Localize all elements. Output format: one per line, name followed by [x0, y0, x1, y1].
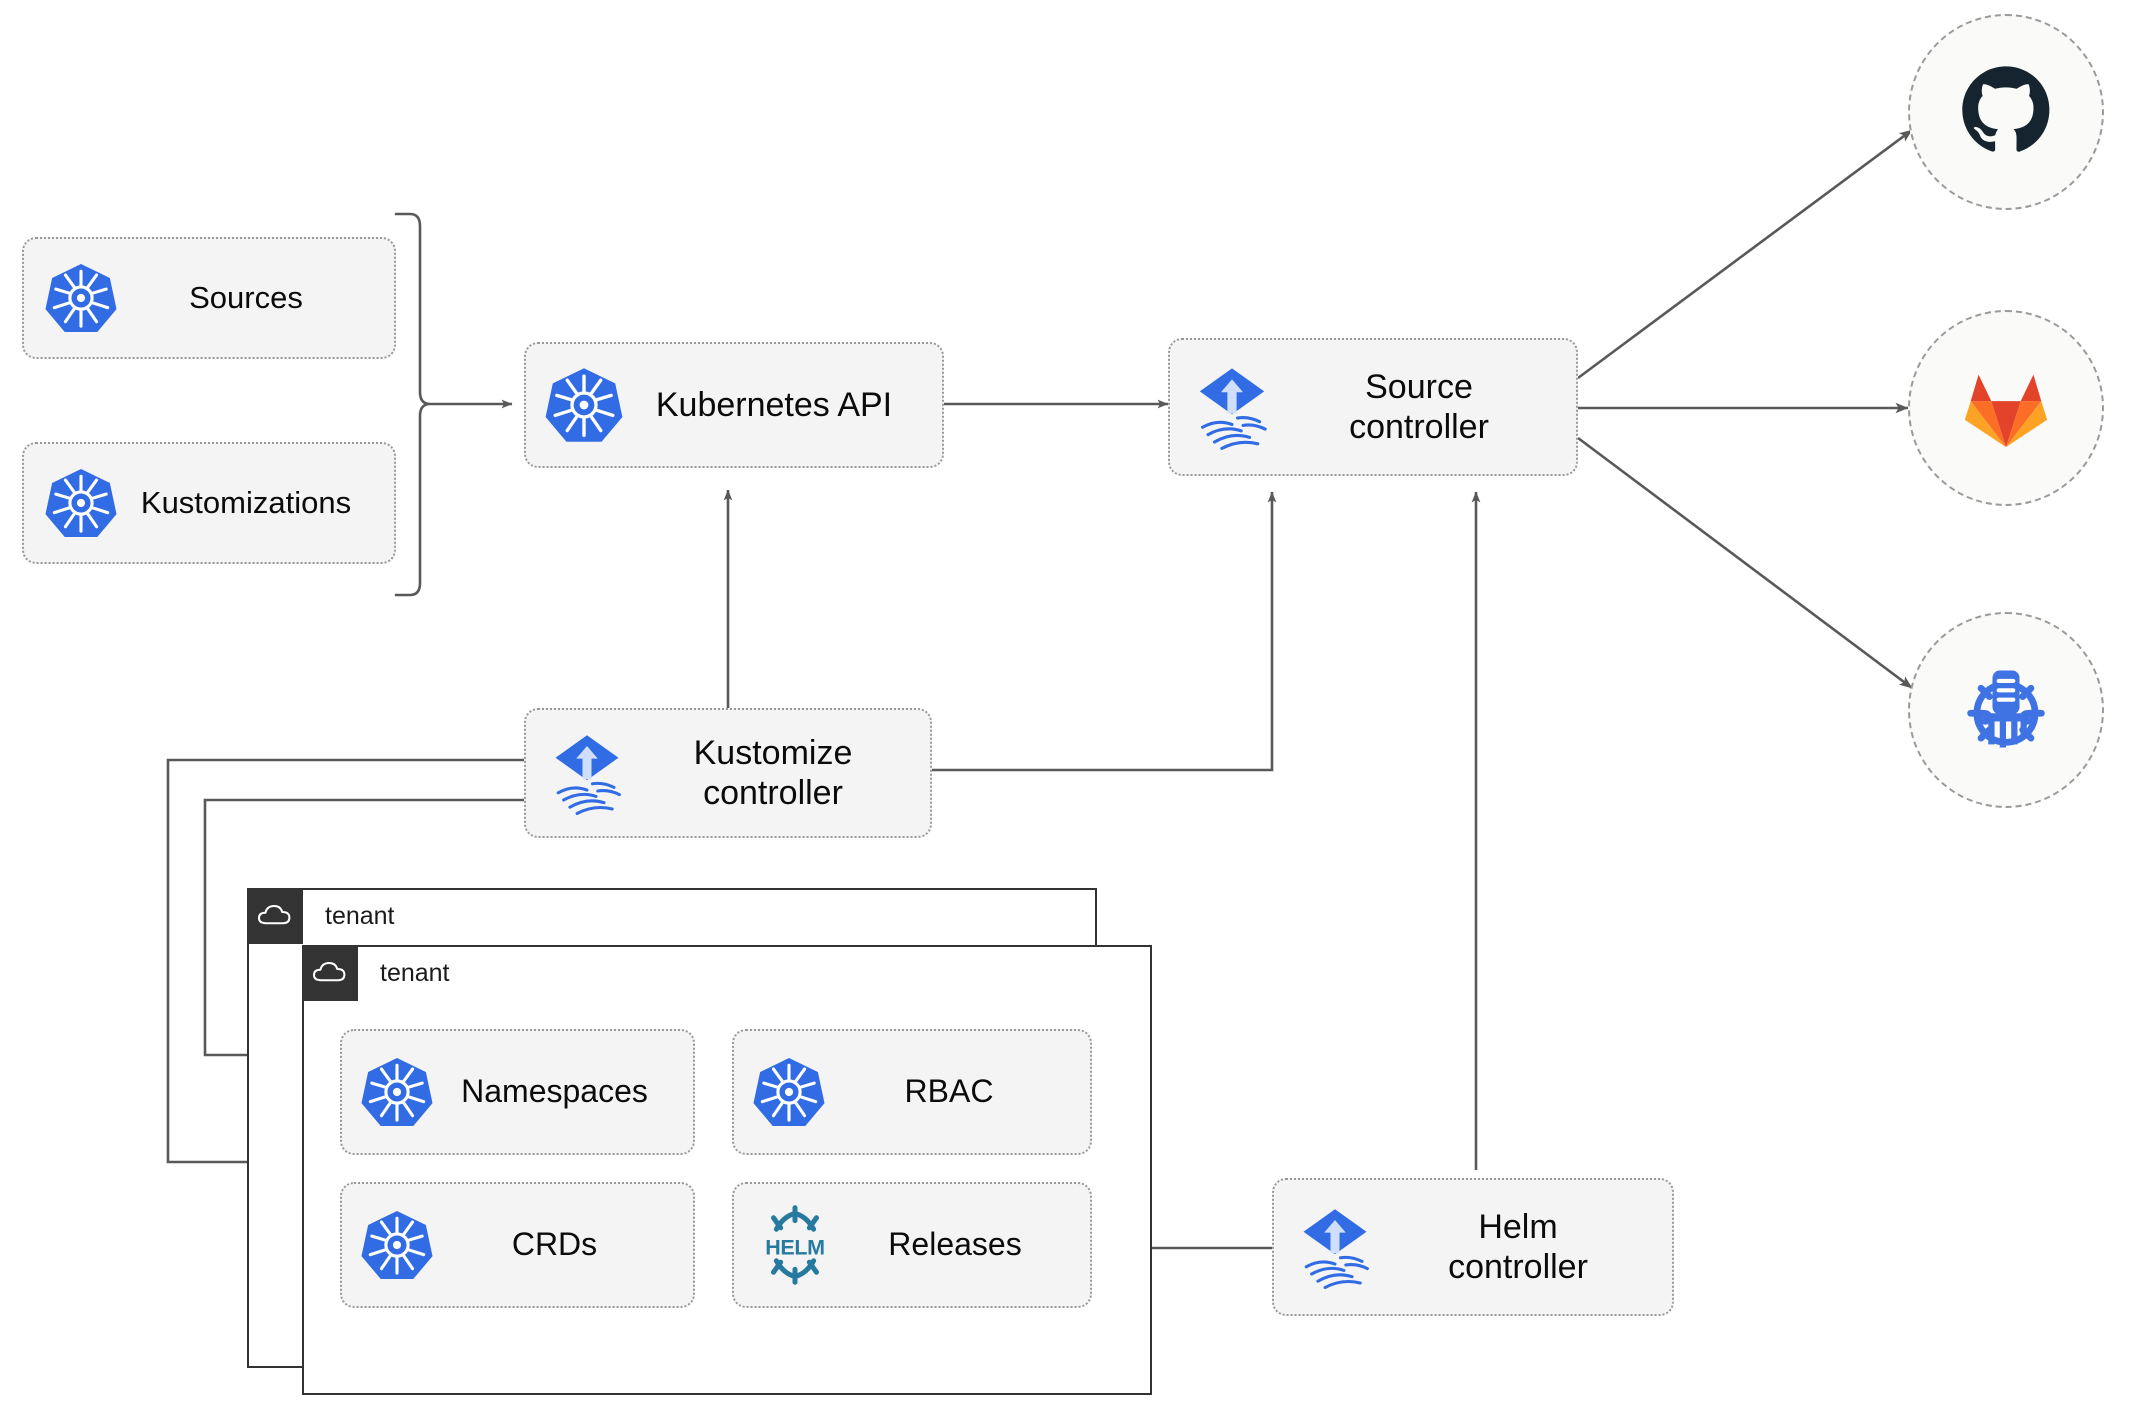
kubernetes-icon: [44, 466, 118, 540]
node-rbac-label: RBAC: [904, 1073, 994, 1110]
kubernetes-icon: [360, 1208, 434, 1282]
node-namespaces[interactable]: Namespaces: [340, 1029, 695, 1155]
node-helm-controller[interactable]: Helm controller: [1272, 1178, 1674, 1316]
node-source-controller[interactable]: Source controller: [1168, 338, 1578, 476]
gitlab-icon: [1957, 357, 2055, 460]
node-sources[interactable]: Sources: [22, 237, 396, 359]
kubernetes-icon: [544, 365, 624, 445]
node-kustomizations[interactable]: Kustomizations: [22, 442, 396, 564]
tenant-label-back: tenant: [325, 901, 395, 930]
node-source-controller-label: Source controller: [1349, 367, 1489, 446]
provider-helm-repository[interactable]: [1908, 612, 2104, 808]
tenant-container-front[interactable]: [302, 945, 1152, 1395]
helm-icon: HELM: [752, 1202, 838, 1288]
node-kubernetes-api-label: Kubernetes API: [655, 385, 893, 424]
node-kustomizations-label: Kustomizations: [140, 484, 352, 520]
github-icon: [1954, 58, 2058, 167]
tenant-label-front: tenant: [380, 958, 450, 987]
node-releases-label: Releases: [888, 1226, 1022, 1263]
kubernetes-icon: [752, 1055, 826, 1129]
wire-source-to-github: [1577, 128, 1913, 380]
node-rbac[interactable]: RBAC: [732, 1029, 1092, 1155]
node-crds-label: CRDs: [511, 1226, 598, 1263]
node-kubernetes-api[interactable]: Kubernetes API: [524, 342, 944, 468]
provider-gitlab[interactable]: [1908, 310, 2104, 506]
svg-text:HELM: HELM: [765, 1235, 824, 1259]
node-helm-controller-label: Helm controller: [1448, 1207, 1588, 1286]
node-kustomize-controller[interactable]: Kustomize controller: [524, 708, 932, 838]
source-group-bracket: [394, 212, 431, 597]
cloud-icon: [302, 945, 358, 1001]
wire-kustomize-to-source-controller: [932, 491, 1277, 772]
provider-github[interactable]: [1908, 14, 2104, 210]
cloud-icon: [247, 888, 303, 944]
node-releases[interactable]: HELM Releases: [732, 1182, 1092, 1308]
wire-source-to-helm-repository: [1577, 436, 1913, 690]
flux-icon: [542, 728, 632, 818]
node-namespaces-label: Namespaces: [461, 1073, 648, 1110]
flux-icon: [1290, 1202, 1380, 1292]
node-sources-label: Sources: [189, 279, 303, 315]
node-crds[interactable]: CRDs: [340, 1182, 695, 1308]
node-kustomize-controller-label: Kustomize controller: [693, 733, 853, 812]
kubernetes-icon: [360, 1055, 434, 1129]
tenant-header-front: tenant: [302, 945, 450, 1001]
tenant-header-back: tenant: [247, 888, 395, 944]
kubernetes-icon: [44, 261, 118, 335]
helm-repository-icon: [1954, 656, 2058, 765]
flux-icon: [1186, 361, 1278, 453]
